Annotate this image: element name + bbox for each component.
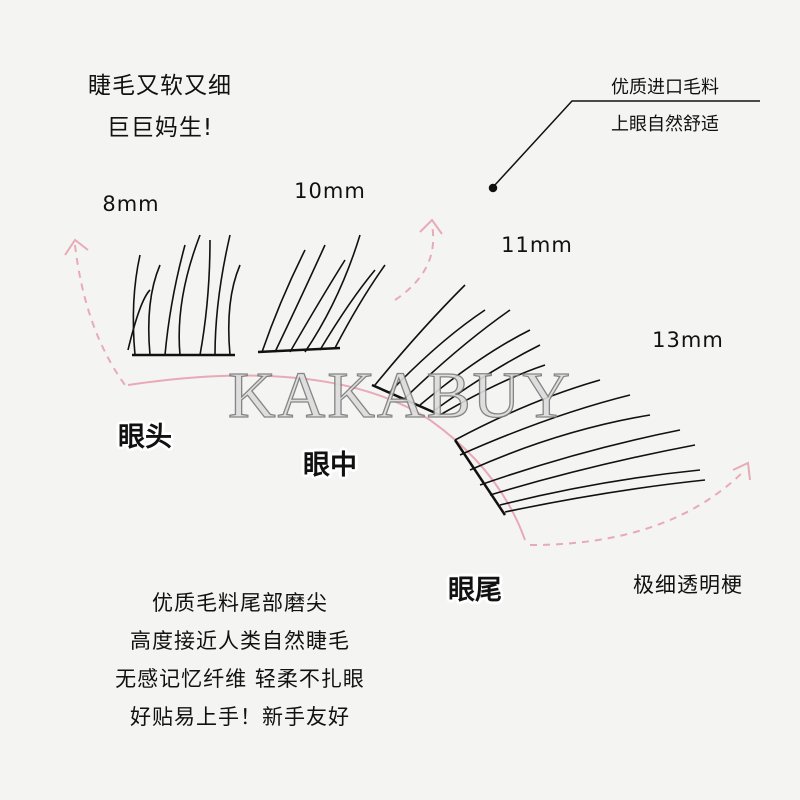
feature-line: 高度接近人类自然睫毛 — [130, 629, 350, 653]
eye-curve-guide — [74, 224, 746, 546]
length-label-11mm: 11mm — [501, 233, 573, 257]
arc-middle-dashed — [394, 224, 435, 301]
arrow-head-icon — [419, 218, 443, 235]
lash-cluster-11mm — [371, 284, 546, 417]
length-label-10mm: 10mm — [294, 179, 366, 203]
arc-outer-dashed — [529, 469, 746, 546]
arc-inner-dashed — [74, 244, 126, 386]
callout-dot-icon — [488, 183, 498, 193]
headline-line1: 睫毛又软又细 — [88, 73, 232, 99]
feature-line: 优质毛料尾部磨尖 — [152, 591, 328, 615]
feature-line: 无感记忆纤维 轻柔不扎眼 — [115, 667, 365, 691]
lash-cluster-8mm — [127, 234, 241, 357]
callout-line1: 优质进口毛料 — [611, 77, 719, 98]
callout-line2: 上眼自然舒适 — [611, 114, 719, 135]
length-label-8mm: 8mm — [102, 192, 160, 216]
arrow-head-icon — [64, 238, 89, 256]
zone-label-inner: 眼头 — [118, 422, 172, 453]
watermark: KAKABUY — [227, 358, 572, 432]
zone-label-middle: 眼中 — [303, 450, 357, 481]
callout-pointer — [488, 100, 760, 193]
feature-line: 好贴易上手！新手友好 — [130, 705, 350, 729]
headline-line2: 巨巨妈生! — [106, 115, 214, 141]
arrow-heads — [64, 218, 751, 481]
lash-cluster-13mm — [453, 379, 706, 516]
length-label-13mm: 13mm — [652, 328, 724, 352]
lash-cluster-10mm — [257, 234, 386, 354]
eye-contour-line — [127, 374, 526, 541]
arrow-head-icon — [732, 461, 751, 481]
band-label: 极细透明梗 — [633, 573, 743, 597]
zone-label-outer: 眼尾 — [448, 575, 502, 606]
